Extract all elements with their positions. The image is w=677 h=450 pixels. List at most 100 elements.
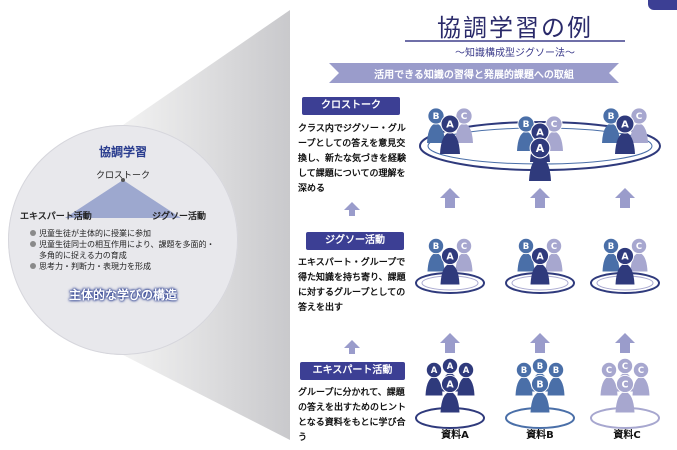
figure-letter: A [621,120,629,131]
figure-head [515,361,533,379]
resource-label: 資料B [526,430,554,441]
figure-letter: B [521,366,527,376]
figure-head [425,361,443,379]
corner-badge [648,0,677,10]
student-figure: B [427,237,445,272]
figure-body [602,252,620,272]
figure-body [632,376,650,396]
figure-head [530,246,550,266]
resource-label: 資料C [613,430,641,441]
figure-body [425,376,443,396]
figure-body [600,376,618,396]
resource-label: 資料A [441,430,469,441]
figure-letter: B [433,242,439,252]
student-figure: B [602,107,620,143]
jigsaw-description: エキスパート・グループで得た知識を持ち寄り、課題に対するグループとしての答えを出… [298,258,406,313]
up-arrow-icon [440,333,460,353]
banner-shape [329,63,619,83]
up-arrow-icon [615,333,635,353]
circle-bullet-list: 児童生徒が主体的に授業に参加 児童生徒同士の相互作用により、課題を多面的・多角的… [30,228,220,272]
page-subtitle: 〜知識構成型ジグソー法〜 [455,48,575,59]
crosstalk-label: クロストーク [302,97,400,115]
figure-body [547,376,565,396]
student-figure: C [615,374,635,413]
figure-body [529,156,551,181]
figure-head [441,357,459,375]
student-figure: A [457,361,475,396]
figure-letter: C [636,242,642,252]
figure-letter: A [447,362,454,372]
student-figure: A [529,137,551,181]
figure-head [630,107,648,125]
student-figure: A [425,361,443,396]
up-arrow-icon [615,188,635,208]
triangle-right-label: ジグソー活動 [152,212,207,222]
student-figure: C [600,361,618,396]
student-figure: B [547,361,565,396]
student-figure: A [440,114,460,154]
figure-letter: C [622,379,629,390]
figure-head [440,246,460,266]
crosstalk-description: クラス内でジグソー・グループとしての答えを意見交換し、新たな気づきを経験して課題… [298,124,407,194]
figure-letter: A [536,142,545,155]
figure-letter: B [608,112,615,122]
student-figure: C [455,107,473,143]
figure-body [455,123,473,143]
collaborative-learning-circle [8,125,238,355]
figure-letter: A [536,128,544,139]
figure-body [440,391,460,413]
up-arrow-icon [344,202,360,216]
figure-letter: C [461,112,468,122]
figure-letter: B [523,120,530,130]
figure-letter: C [551,120,558,130]
student-figure: C [630,237,648,272]
student-figure: B [517,237,535,272]
figure-body [440,263,460,285]
banner-text: 活用できる知識の習得と発展的課題への取組 [374,70,574,81]
circle-bullet: 児童生徒同士の相互作用により、課題を多面的・多角的に捉える力の育成 [30,239,220,261]
circle-bottom-caption: 主体的な学びの構造 [68,288,177,302]
figure-head [545,237,563,255]
student-figure: B [530,374,550,413]
figure-body [440,132,460,154]
figure-letter: C [636,112,643,122]
page-title: 協調学習の例 [437,14,593,42]
figure-body [455,252,473,272]
figure-head [440,114,460,134]
student-figure: C [630,107,648,143]
expert-description: グループに分かれて、課題の答えを出すためのヒントとなる資料をもとに学び合う [298,388,407,443]
jigsaw-label: ジグソー活動 [306,232,404,250]
figure-head [602,107,620,125]
figure-body [457,376,475,396]
figure-body [630,252,648,272]
figure-head [427,107,445,125]
figure-letter: B [433,112,440,122]
student-figure: A [615,114,635,154]
up-arrow-icon [530,188,550,208]
figure-body [517,252,535,272]
triangle-left-label: エキスパート活動 [20,212,92,222]
up-arrow-icon [530,333,550,353]
banner-ribbon [329,63,619,83]
student-figure: C [545,237,563,272]
figure-letter: A [431,366,438,376]
figure-letter: B [536,379,543,390]
figure-letter: B [523,242,529,252]
figure-letter: B [537,362,543,372]
figure-body [427,252,445,272]
learning-triangle [65,178,181,218]
figure-letter: C [622,362,628,372]
figure-head [427,237,445,255]
figure-head [530,374,550,394]
student-figure: B [515,361,533,396]
figure-body [427,123,445,143]
figure-head [455,107,473,125]
figure-letter: A [446,379,454,390]
circle-bullet: 児童生徒が主体的に授業に参加 [30,228,220,239]
expert-label: エキスパート活動 [300,362,405,380]
circle-bullet: 思考力・判断力・表現力を形成 [30,261,220,272]
title-underline [405,40,625,42]
figure-body [630,123,648,143]
figure-body [615,263,635,285]
